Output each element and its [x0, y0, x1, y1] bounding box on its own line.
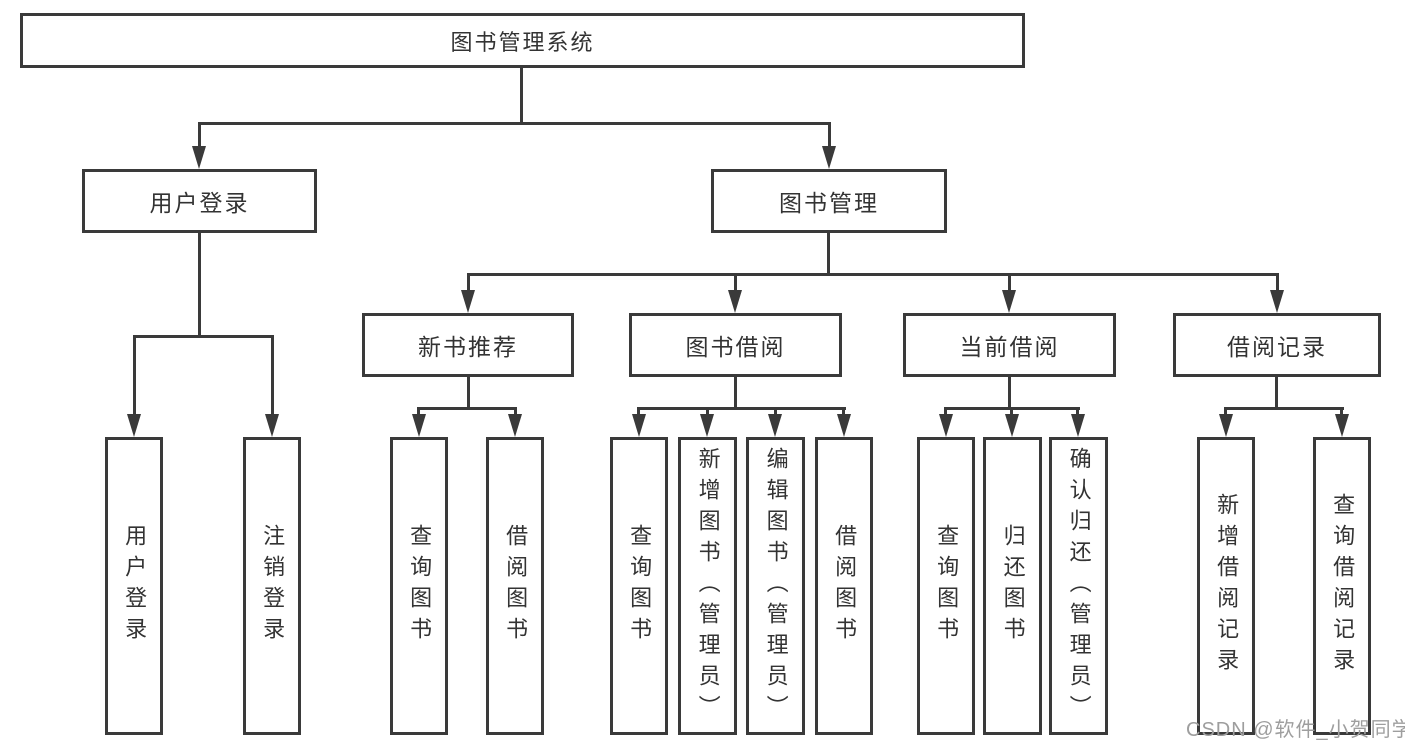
- arrow-down-icon: [192, 146, 206, 169]
- node-label: 归还图书: [1000, 524, 1026, 648]
- connector-line: [842, 407, 845, 417]
- connector-line: [514, 407, 517, 417]
- connector-line: [133, 335, 136, 417]
- node-leaf-confirm-return-admin: 确认归还（管理员）: [1049, 437, 1108, 735]
- connector-line: [1275, 377, 1278, 407]
- arrow-down-icon: [939, 414, 953, 437]
- node-label: 新书推荐: [418, 334, 518, 360]
- node-user-login-branch: 用户登录: [82, 169, 317, 233]
- connector-line: [1010, 407, 1013, 417]
- node-new-book-recommend: 新书推荐: [362, 313, 574, 377]
- node-borrowing-records: 借阅记录: [1173, 313, 1381, 377]
- connector-line: [198, 122, 831, 125]
- node-label: 确认归还（管理员）: [1066, 446, 1092, 726]
- arrow-down-icon: [1002, 290, 1016, 313]
- node-label: 当前借阅: [959, 334, 1060, 360]
- node-label: 用户登录: [122, 524, 148, 648]
- arrow-down-icon: [1071, 414, 1085, 437]
- node-current-borrowing: 当前借阅: [903, 313, 1116, 377]
- connector-line: [827, 233, 830, 273]
- arrow-down-icon: [1005, 414, 1019, 437]
- connector-line: [734, 273, 737, 292]
- node-label: 编辑图书（管理员）: [763, 446, 789, 726]
- connector-line: [467, 377, 470, 407]
- arrow-down-icon: [837, 414, 851, 437]
- arrow-down-icon: [632, 414, 646, 437]
- connector-line: [734, 377, 737, 407]
- node-label: 查询图书: [934, 524, 960, 648]
- node-leaf-edit-books-admin: 编辑图书（管理员）: [746, 437, 805, 735]
- connector-line: [1276, 273, 1279, 292]
- node-leaf-recommend-borrow-books: 借阅图书: [486, 437, 544, 735]
- connector-line: [944, 407, 947, 417]
- node-label: 新增图书（管理员）: [695, 446, 721, 726]
- node-label: 图书借阅: [685, 334, 786, 360]
- connector-line: [133, 335, 274, 338]
- connector-line: [1008, 377, 1011, 407]
- arrow-down-icon: [822, 146, 836, 169]
- node-leaf-user-login: 用户登录: [105, 437, 163, 735]
- node-label: 图书管理系统: [450, 29, 595, 55]
- connector-line: [637, 407, 640, 417]
- csdn-watermark: CSDN @软件_小贺同学: [1186, 719, 1405, 741]
- connector-line: [467, 273, 470, 292]
- arrow-down-icon: [127, 414, 141, 437]
- node-label: 查询图书: [407, 524, 433, 648]
- node-label: 查询借阅记录: [1330, 493, 1356, 679]
- arrow-down-icon: [461, 290, 475, 313]
- node-leaf-recommend-query-books: 查询图书: [390, 437, 448, 735]
- arrow-down-icon: [768, 414, 782, 437]
- node-leaf-return-books: 归还图书: [983, 437, 1042, 735]
- node-label: 新增借阅记录: [1214, 493, 1240, 679]
- arrow-down-icon: [508, 414, 522, 437]
- arrow-down-icon: [265, 414, 279, 437]
- arrow-down-icon: [700, 414, 714, 437]
- node-leaf-logout: 注销登录: [243, 437, 301, 735]
- node-label: 图书管理: [779, 190, 879, 216]
- arrow-down-icon: [1270, 290, 1284, 313]
- connector-line: [828, 122, 831, 149]
- connector-line: [198, 122, 201, 149]
- connector-line: [1008, 273, 1011, 292]
- node-leaf-borrowing-borrow-books: 借阅图书: [815, 437, 873, 735]
- node-label: 借阅图书: [503, 524, 529, 648]
- connector-line: [520, 68, 523, 122]
- arrow-down-icon: [412, 414, 426, 437]
- node-label: 查询图书: [627, 524, 653, 648]
- connector-line: [467, 273, 1279, 276]
- arrow-down-icon: [1219, 414, 1233, 437]
- arrow-down-icon: [728, 290, 742, 313]
- connector-line: [637, 407, 846, 410]
- node-leaf-current-query-books: 查询图书: [917, 437, 975, 735]
- connector-line: [271, 335, 274, 417]
- node-leaf-add-books-admin: 新增图书（管理员）: [678, 437, 737, 735]
- connector-line: [1076, 407, 1079, 417]
- arrow-down-icon: [1335, 414, 1349, 437]
- node-leaf-query-borrow-record: 查询借阅记录: [1313, 437, 1371, 735]
- connector-line: [1224, 407, 1344, 410]
- connector-line: [706, 407, 709, 417]
- connector-line: [417, 407, 517, 410]
- node-label: 用户登录: [149, 190, 250, 216]
- connector-line: [1224, 407, 1227, 417]
- node-leaf-add-borrow-record: 新增借阅记录: [1197, 437, 1255, 735]
- connector-line: [198, 233, 201, 335]
- node-leaf-borrowing-query-books: 查询图书: [610, 437, 668, 735]
- connector-line: [1340, 407, 1343, 417]
- node-label: 借阅图书: [832, 524, 858, 648]
- node-label: 借阅记录: [1227, 334, 1327, 360]
- node-label: 注销登录: [260, 524, 286, 648]
- connector-line: [417, 407, 420, 417]
- node-root: 图书管理系统: [20, 13, 1025, 68]
- node-book-management: 图书管理: [711, 169, 947, 233]
- connector-line: [774, 407, 777, 417]
- node-book-borrowing: 图书借阅: [629, 313, 842, 377]
